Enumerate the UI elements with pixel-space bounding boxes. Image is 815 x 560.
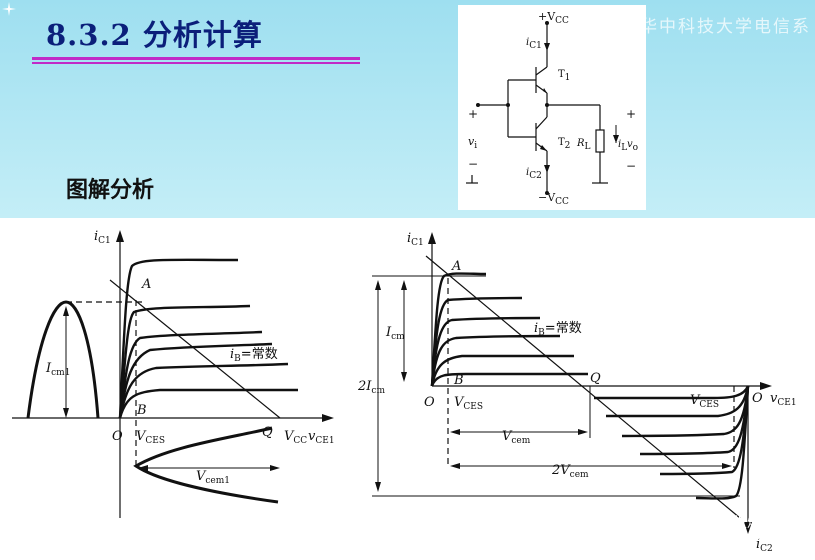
right-point-q: Q — [590, 371, 601, 386]
logo-text: 电子发烧友 — [705, 515, 775, 531]
circuit-diagram-panel: +VCC iC1 T1 T2 iC2 −VCC + vi − RL iL vo … — [458, 5, 646, 210]
output-minus-label: − — [626, 159, 636, 173]
input-plus-label: + — [468, 107, 478, 121]
sparkle-icon — [2, 2, 16, 16]
graphical-analysis-figure: iC1 A B Q O VCES VCC vCE1 Icm1 Vcem1 iB=… — [0, 218, 815, 556]
right-graph: iC1 A B Q O VCES VCES O vCE1 Icm 2Icm Vc… — [357, 231, 797, 554]
right-point-a: A — [451, 259, 461, 274]
ic1-label: iC1 — [526, 37, 542, 51]
left-vces-label: VCES — [136, 429, 165, 446]
right-bottom-axis-label: iC2 — [756, 537, 773, 554]
vi-label: vi — [468, 135, 477, 151]
section-heading: 图解分析 — [66, 178, 155, 203]
left-point-b: B — [136, 403, 147, 418]
right-icm-label: Icm — [385, 325, 405, 342]
right-x-axis-label: vCE1 — [770, 391, 797, 408]
left-graph: iC1 A B Q O VCES VCC vCE1 Icm1 Vcem1 iB=… — [12, 229, 335, 518]
right-origin-right: O — [752, 391, 763, 406]
page-title: 8.3.2 分析计算 — [46, 18, 263, 52]
right-vces-right-label: VCES — [690, 393, 719, 410]
input-minus-label: − — [468, 157, 478, 171]
elecfans-logo-icon — [674, 504, 702, 550]
right-vces-label: VCES — [454, 395, 483, 412]
right-2icm-label: 2Icm — [357, 379, 385, 396]
left-point-a: A — [141, 277, 151, 292]
vo-label: vo — [627, 139, 638, 153]
slide-header-background — [0, 0, 815, 218]
logo-subtext: www.elecfans.com — [712, 533, 796, 543]
ic2-label: iC2 — [526, 167, 542, 181]
left-x-axis-label: vCE1 — [308, 429, 335, 446]
title-underline — [32, 57, 360, 67]
left-point-q: Q — [262, 425, 273, 440]
il-label: iL — [618, 139, 627, 153]
right-point-b: B — [453, 373, 464, 388]
left-vcem1-label: Vcem1 — [196, 469, 230, 486]
left-origin: O — [112, 429, 123, 444]
t2-label: T2 — [558, 137, 570, 151]
watermark-text: 华中科技大学电信系 — [640, 17, 811, 37]
t1-label: T1 — [558, 69, 570, 83]
characteristic-curves: iC1 A B Q O VCES VCC vCE1 Icm1 Vcem1 iB=… — [12, 229, 797, 554]
left-ib-label: iB=常数 — [230, 347, 278, 364]
right-2vcem-label: 2Vcem — [551, 463, 589, 480]
rl-label: RL — [576, 138, 591, 152]
vcc-top-label: +VCC — [538, 10, 569, 26]
output-plus-label: + — [626, 107, 636, 121]
left-icm1-label: Icm1 — [45, 361, 70, 378]
circuit-diagram: +VCC iC1 T1 T2 iC2 −VCC + vi − RL iL vo … — [466, 10, 638, 207]
vcc-bottom-label: −VCC — [538, 191, 569, 207]
left-vcc-label: VCC — [284, 429, 307, 446]
left-y-axis-label: iC1 — [94, 229, 111, 246]
right-vcem-label: Vcem — [502, 429, 531, 446]
right-origin: O — [424, 395, 435, 410]
right-ib-label: iB=常数 — [534, 321, 582, 338]
right-y-axis-label: iC1 — [407, 231, 424, 248]
